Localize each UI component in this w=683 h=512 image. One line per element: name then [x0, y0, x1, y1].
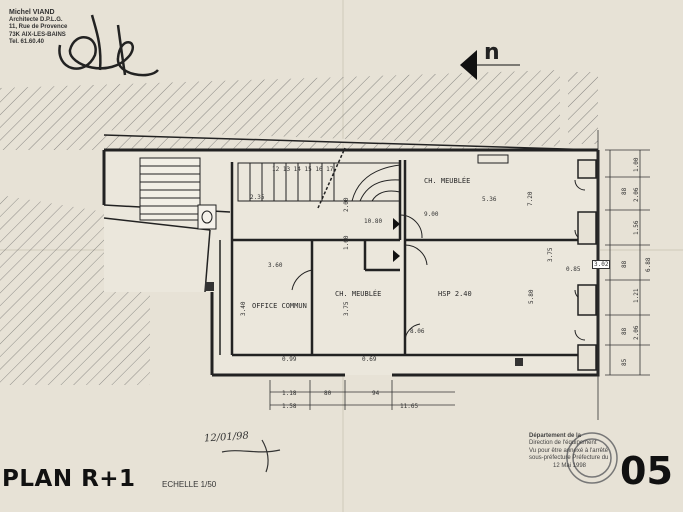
dim-text: 88	[621, 260, 628, 268]
dim-text: 88	[621, 327, 628, 335]
dim-text: 3.60	[268, 262, 283, 269]
dim-text: 1.21	[633, 288, 640, 303]
dim-text: 1.00	[633, 157, 640, 172]
interior-walls	[230, 160, 590, 357]
dim-text: 7.20	[527, 191, 534, 206]
signature-scribble	[58, 14, 159, 77]
dim-text: 0.69	[362, 356, 377, 363]
dim-text: 11.65	[400, 403, 419, 410]
dim-text: 1.60	[343, 235, 350, 250]
dim-text: 5.80	[528, 289, 535, 304]
north-label: n	[484, 40, 500, 65]
external-stair	[139, 157, 201, 221]
door-swing	[404, 323, 421, 341]
dim-text: 6.88	[645, 257, 652, 272]
dimension-lines	[269, 130, 650, 420]
stamp-line: Vu pour être annexé à l'arrêté	[529, 447, 608, 454]
dim-text: 10.80	[364, 218, 383, 225]
dim-text: 5.36	[482, 196, 497, 203]
dim-text: 3.40	[240, 301, 247, 316]
architect-header: Michel VIAND Architecte D.P.L.G. 11, Rue…	[9, 9, 67, 47]
architect-name: Michel VIAND	[9, 9, 55, 16]
door-swing	[291, 269, 313, 291]
room-label-ch-meublee-mid: CH. MEUBLÉE	[335, 290, 382, 298]
room-label-office: OFFICE COMMUN	[252, 302, 307, 310]
stamp-line: Département de la	[529, 433, 582, 439]
dim-text: 1.58	[282, 403, 297, 410]
dim-text: 2.35	[250, 194, 265, 201]
wc-fixture	[197, 204, 217, 230]
door-swing	[404, 244, 428, 266]
architect-phone: Tel. 61.60.40	[9, 39, 44, 45]
dim-text: 1.56	[633, 220, 640, 235]
architect-address: 11, Rue de Provence	[9, 24, 68, 30]
architect-title: Architecte D.P.L.G.	[9, 16, 63, 23]
entry-arrows	[393, 218, 400, 262]
official-stamp	[566, 432, 618, 484]
door-swing	[399, 214, 423, 239]
dim-text: 0.99	[282, 356, 297, 363]
north-arrow-icon	[460, 50, 520, 80]
dim-text: 12 13 14 15 16 17	[272, 166, 334, 173]
stamp-line: sous-préfecture Préfecture du	[529, 455, 609, 462]
dim-text: 3.75	[547, 247, 554, 262]
room-label-hsp: HSP 2.40	[438, 290, 472, 298]
dim-text: 3.02	[592, 260, 611, 269]
plan-scale: ECHELLE 1/50	[162, 480, 217, 489]
plan-title: PLAN R+1	[2, 466, 136, 492]
dim-text: 9.00	[424, 211, 439, 218]
dim-text: 88	[621, 187, 628, 195]
dim-text: 2.00	[343, 197, 350, 212]
dim-text: 3.75	[343, 301, 350, 316]
approval-stamp-text: Département de la Direction de l'équipem…	[529, 433, 608, 470]
marker	[205, 282, 214, 291]
interior-staircase	[237, 147, 401, 209]
marker	[515, 358, 523, 366]
dim-text: 85	[621, 358, 628, 366]
dim-text: 0.85	[566, 266, 581, 273]
sheet-number: 05	[620, 449, 673, 493]
dim-text: 1.18	[282, 390, 297, 397]
dim-text: 94	[372, 390, 380, 397]
facade-windows	[577, 159, 597, 371]
dim-text: 80	[324, 390, 332, 397]
stamp-line: Direction de l'équipement	[529, 440, 597, 447]
dim-text: 8.06	[410, 328, 425, 335]
dim-text: 2.06	[633, 187, 640, 202]
stamp-line: 12 Mai 1998	[553, 462, 587, 469]
architect-city: 73K AIX-LES-BAINS	[9, 31, 66, 38]
handwritten-signature	[221, 439, 281, 473]
dim-text: 2.06	[633, 325, 640, 340]
room-label-ch-meublee-top: CH. MEUBLÉE	[424, 177, 471, 185]
